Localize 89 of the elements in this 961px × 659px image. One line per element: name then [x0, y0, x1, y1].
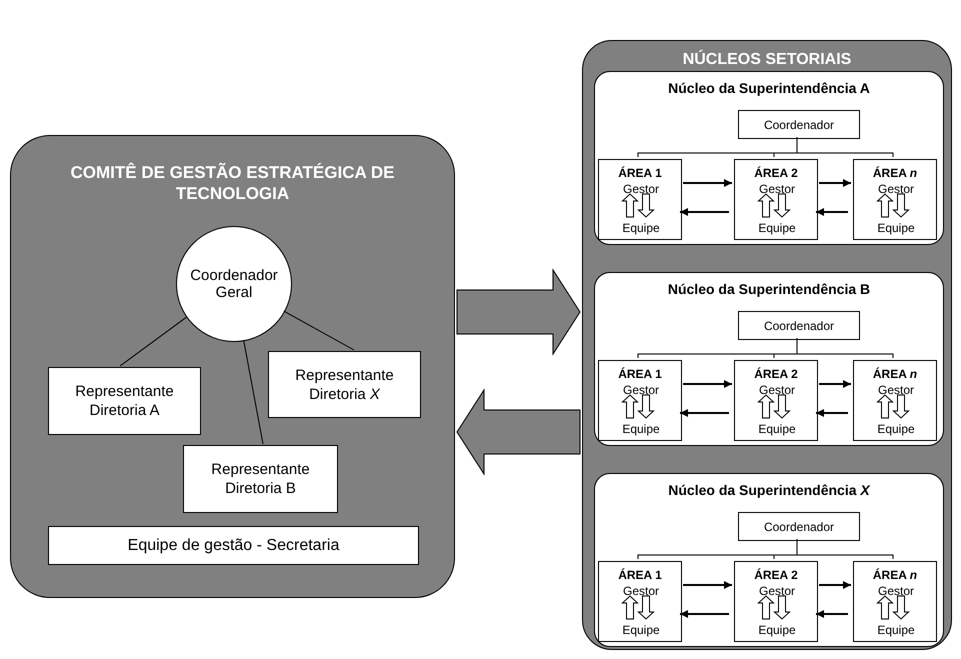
block-arrow [637, 394, 655, 419]
area-box [853, 159, 937, 240]
block-arrow [456, 388, 580, 476]
group-panel [582, 40, 952, 650]
panel-title: Núcleo da Superintendência B [666, 281, 872, 297]
area-title: ÁREA 2 [753, 367, 799, 381]
area-title: ÁREA 1 [617, 367, 663, 381]
panel-title: NÚCLEOS SETORIAIS [682, 49, 852, 70]
org-box: Coordenador [738, 311, 860, 340]
area-box [853, 360, 937, 441]
role-text: Gestor [745, 181, 809, 197]
role-text: Equipe [864, 421, 928, 437]
org-box: Representante Diretoria X [268, 351, 421, 418]
group-panel [10, 135, 455, 598]
panel-title: Núcleo da Superintendência X [667, 482, 872, 498]
block-arrow [773, 596, 791, 620]
arrow [819, 581, 851, 589]
arrow [819, 380, 851, 388]
block-arrow [876, 394, 894, 418]
area-title: ÁREA 2 [753, 568, 799, 582]
area-title: ÁREA 2 [753, 166, 799, 180]
block-arrow [757, 193, 775, 218]
role-text: Equipe [609, 421, 673, 437]
org-box: Coordenador [738, 110, 860, 139]
role-text: Equipe [745, 622, 809, 638]
area-title: ÁREA n [872, 568, 918, 582]
area-box [734, 561, 818, 642]
org-box: Coordenador [738, 512, 860, 541]
role-text: Gestor [864, 382, 928, 398]
block-arrow [892, 194, 910, 218]
arrow [683, 380, 732, 388]
role-text: Gestor [864, 181, 928, 197]
org-box: Representante Diretoria B [183, 445, 338, 513]
role-text: Equipe [864, 622, 928, 638]
block-arrow [621, 595, 639, 620]
arrow [816, 409, 848, 417]
arrow [816, 208, 848, 216]
arrow [680, 208, 729, 216]
block-arrow [773, 194, 791, 218]
area-title: ÁREA n [872, 367, 918, 381]
role-text: Equipe [745, 421, 809, 437]
arrow [680, 610, 729, 618]
area-box [734, 159, 818, 240]
block-arrow [637, 194, 655, 218]
connector-line [283, 310, 354, 350]
area-box [734, 360, 818, 441]
area-title: ÁREA 1 [617, 568, 663, 582]
arrow [680, 409, 729, 417]
block-arrow [456, 268, 581, 356]
coordinator-circle: Coordenador Geral [176, 226, 292, 342]
team-bar: Equipe de gestão - Secretaria [48, 526, 419, 565]
role-text: Gestor [609, 181, 673, 197]
block-arrow [876, 595, 894, 620]
block-arrow [637, 596, 655, 620]
role-text: Equipe [609, 220, 673, 236]
area-box [598, 561, 682, 642]
arrow [816, 610, 848, 618]
org-box: Representante Diretoria A [48, 367, 201, 435]
block-arrow [757, 394, 775, 418]
connector-line [120, 316, 187, 366]
block-arrow [757, 595, 775, 620]
area-box [598, 159, 682, 240]
arrow [819, 179, 851, 187]
sector-panel [594, 473, 944, 647]
block-arrow [892, 394, 910, 419]
block-arrow [773, 394, 791, 419]
arrow [683, 179, 732, 187]
sector-panel [594, 71, 944, 245]
role-text: Equipe [609, 622, 673, 638]
role-text: Gestor [609, 382, 673, 398]
role-text: Gestor [745, 382, 809, 398]
role-text: Equipe [745, 220, 809, 236]
area-title: ÁREA 1 [617, 166, 663, 180]
role-text: Gestor [609, 583, 673, 599]
block-arrow [876, 193, 894, 218]
area-title: ÁREA n [872, 166, 918, 180]
panel-title: COMITÊ DE GESTÃO ESTRATÉGICA DE TECNOLOGIA [70, 162, 396, 204]
block-arrow [621, 193, 639, 218]
role-text: Gestor [864, 583, 928, 599]
area-box [853, 561, 937, 642]
role-text: Gestor [745, 583, 809, 599]
block-arrow [621, 394, 639, 418]
arrow [683, 581, 732, 589]
role-text: Equipe [864, 220, 928, 236]
connector-line [243, 340, 264, 444]
sector-panel [594, 272, 944, 446]
area-box [598, 360, 682, 441]
panel-title: Núcleo da Superintendência A [667, 80, 871, 96]
block-arrow [892, 596, 910, 620]
